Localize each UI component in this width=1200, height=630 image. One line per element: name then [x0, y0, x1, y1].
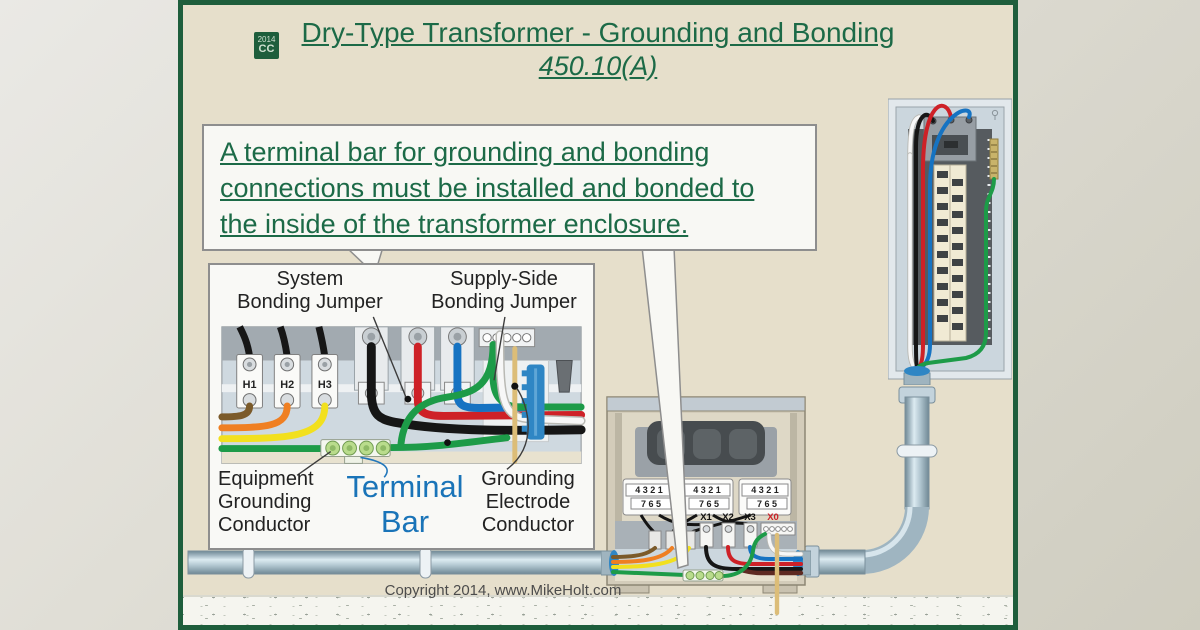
ground-strip	[183, 595, 1013, 625]
conduit-strap	[419, 546, 432, 579]
block-numbers: 7 6 5	[641, 499, 661, 509]
transformer-illustration: 4 3 2 1 4 3 2 1 4 3 2 1 7 6 5 7 6 5 7 6 …	[601, 396, 811, 615]
label-grounding-electrode-conductor: Grounding Electrode Conductor	[481, 468, 575, 536]
inset-wiring-art: H1 H2 H3	[218, 316, 586, 478]
label-equipment-grounding-conductor: Equipment Grounding Conductor	[218, 468, 314, 536]
neutral-strip	[478, 328, 536, 348]
h2-label: H2	[280, 379, 294, 391]
h-terminal-blocks: H1 H2 H3	[236, 325, 339, 409]
conduit-strap	[242, 546, 255, 579]
x0-label: X0	[767, 512, 779, 523]
leader-lines	[296, 316, 529, 476]
conduit-strap	[896, 444, 938, 458]
block-numbers: 4 3 2 1	[635, 485, 663, 495]
block-numbers: 4 3 2 1	[751, 485, 779, 495]
x3-label: X3	[744, 512, 756, 523]
conduit-elbow	[861, 506, 929, 574]
callout-text: A terminal bar for grounding and bonding…	[220, 137, 755, 239]
lug	[555, 359, 573, 393]
ground-bar	[989, 138, 999, 180]
diagram-frame: 4 3 2 1 4 3 2 1 4 3 2 1 7 6 5 7 6 5 7 6 …	[178, 0, 1018, 630]
inset-detail-box: H1 H2 H3	[208, 263, 595, 550]
terminal-bar-leader	[360, 456, 388, 478]
block-numbers: 7 6 5	[757, 499, 777, 509]
transformer-terminal-bar	[682, 569, 724, 582]
h3-label: H3	[318, 379, 332, 391]
mike-holt-2014-cc-badge: 2014 CC	[254, 32, 279, 59]
conduit-elbow-highlight	[861, 506, 913, 558]
inset-terminal-bar	[320, 439, 391, 464]
block-numbers: 4 3 2 1	[693, 485, 721, 495]
code-reference: 450.10(A)	[538, 51, 658, 81]
x1-label: X1	[700, 512, 712, 523]
badge-year: 2014	[257, 35, 276, 44]
gec-bonding-fitting	[521, 364, 545, 440]
badge-cc: CC	[258, 43, 275, 55]
label-supply-side-bonding-jumper: Supply-Side Bonding Jumper	[431, 268, 577, 313]
copyright-text: Copyright 2014, www.MikeHolt.com	[384, 582, 622, 599]
conduit-horizontal-right	[812, 549, 866, 575]
label-terminal-bar: Terminal Bar	[346, 469, 464, 539]
slide-title: Dry-Type Transformer - Grounding and Bon…	[301, 17, 895, 48]
bushing-panel	[904, 366, 930, 376]
conduit-runs	[187, 386, 938, 579]
x2-label: X2	[722, 512, 734, 523]
callout-box: A terminal bar for grounding and bonding…	[202, 124, 817, 251]
label-system-bonding-jumper: System Bonding Jumper	[237, 268, 383, 313]
h1-label: H1	[243, 379, 257, 391]
block-numbers: 7 6 5	[699, 499, 719, 509]
panelboard-illustration	[888, 98, 1012, 385]
